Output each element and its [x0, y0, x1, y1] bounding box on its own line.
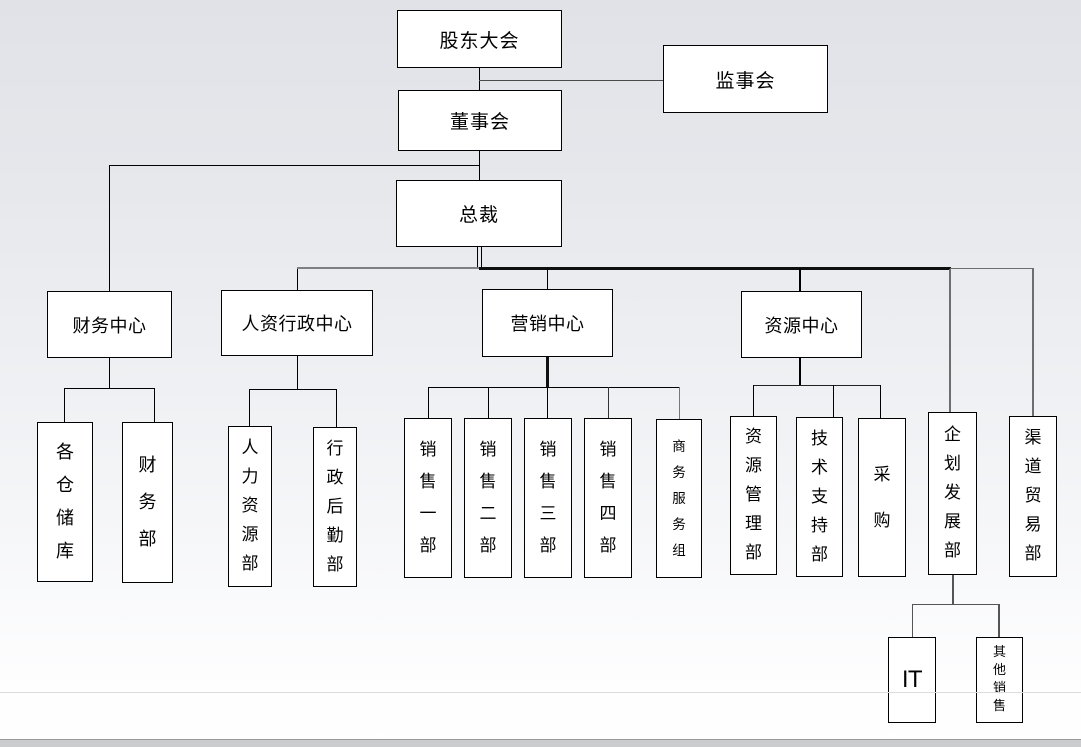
node-board-of-directors[interactable]: 董事会 — [398, 90, 562, 151]
node-finance-center[interactable]: 财务中心 — [47, 291, 172, 358]
node-resource-mgmt-dept[interactable]: 资 源 管 理 部 — [730, 416, 777, 575]
connector-finance-branch-h — [108, 165, 480, 167]
connector-sales4-v — [607, 387, 609, 418]
node-procurement-label: 采 购 — [873, 464, 891, 531]
connector-planning-stem — [952, 575, 954, 604]
connector-supervisory-h — [479, 80, 663, 82]
node-sales-dept-3-label: 销 售 三 部 — [539, 440, 557, 556]
node-admin-logistics-dept[interactable]: 行 政 后 勤 部 — [313, 427, 357, 587]
connector-it-v — [912, 604, 914, 637]
connector-finance-dept-v — [153, 388, 155, 422]
connector-sales1-v — [427, 387, 429, 418]
node-procurement[interactable]: 采 购 — [858, 418, 906, 577]
node-supervisory-board[interactable]: 监事会 — [663, 45, 828, 113]
node-business-service-group[interactable]: 商 务 服 务 组 — [656, 419, 702, 578]
node-president-label: 总裁 — [458, 204, 499, 226]
node-warehouses-label: 各 仓 储 库 — [56, 442, 74, 562]
connector-warehouses-v — [64, 388, 66, 422]
node-supervisory-board-label: 监事会 — [715, 69, 776, 92]
connector-president-stem — [477, 247, 482, 268]
connector-bsg-v — [678, 387, 680, 419]
node-finance-dept-label: 财 务 部 — [138, 455, 157, 550]
node-president[interactable]: 总裁 — [396, 180, 562, 247]
node-it-label: IT — [902, 667, 922, 693]
node-resource-center[interactable]: 资源中心 — [741, 291, 862, 358]
node-board-of-directors-label: 董事会 — [449, 111, 510, 133]
connector-admin-dept-v — [336, 389, 338, 427]
node-it[interactable]: IT — [888, 637, 936, 723]
connector-hr-dept-v — [249, 389, 251, 426]
node-other-sales-label: 其 他 销 售 — [992, 645, 1006, 714]
connector-planning-h — [912, 604, 1000, 606]
connector-marketing-stem — [545, 357, 549, 387]
connector-resource-mgmt-v — [753, 385, 755, 416]
connector-planning-v — [949, 269, 951, 412]
node-planning-dev-dept-label: 企 划 发 展 部 — [944, 425, 961, 561]
node-marketing-center[interactable]: 营销中心 — [482, 289, 613, 357]
connector-sales2-v — [487, 387, 489, 418]
connector-resource-stem — [799, 358, 801, 385]
connector-marketing-h — [427, 386, 680, 388]
connector-finance-h — [64, 388, 155, 390]
connector-marketing-v — [546, 269, 549, 289]
connector-channel-v — [1032, 268, 1035, 416]
node-sales-dept-2-label: 销 售 二 部 — [479, 440, 497, 556]
node-hr-dept-label: 人 力 资 源 部 — [241, 438, 259, 574]
node-planning-dev-dept[interactable]: 企 划 发 展 部 — [928, 412, 977, 575]
connector-resource-v — [799, 269, 801, 291]
connector-tech-support-v — [833, 385, 835, 417]
connector-sales3-v — [547, 387, 549, 418]
connector-shareholders-board — [478, 68, 481, 90]
node-resource-mgmt-dept-label: 资 源 管 理 部 — [745, 427, 762, 563]
node-warehouses[interactable]: 各 仓 储 库 — [37, 422, 93, 582]
node-tech-support-dept-label: 技 术 支 持 部 — [811, 428, 828, 565]
node-finance-dept[interactable]: 财 务 部 — [122, 422, 173, 583]
node-finance-center-label: 财务中心 — [72, 315, 147, 337]
connector-main-gray-left — [297, 267, 480, 270]
window-bottom-band — [0, 739, 1081, 747]
connector-hr-h — [249, 389, 337, 391]
node-hr-dept[interactable]: 人 力 资 源 部 — [228, 426, 272, 587]
node-business-service-group-label: 商 务 服 务 组 — [672, 438, 686, 559]
connector-finance-stem — [108, 358, 110, 388]
connector-procurement-v — [880, 385, 882, 418]
slide-bottom-edge — [0, 692, 1081, 693]
node-sales-dept-4-label: 销 售 四 部 — [599, 440, 617, 556]
node-channel-trade-dept[interactable]: 渠 道 贸 易 部 — [1009, 416, 1057, 577]
connector-resource-h — [753, 385, 881, 387]
node-resource-center-label: 资源中心 — [764, 315, 839, 337]
node-tech-support-dept[interactable]: 技 术 支 持 部 — [796, 417, 843, 577]
node-shareholders-meeting[interactable]: 股东大会 — [397, 10, 562, 68]
connector-finance-branch-v — [108, 165, 110, 291]
node-sales-dept-1-label: 销 售 一 部 — [419, 440, 437, 556]
node-other-sales[interactable]: 其 他 销 售 — [976, 637, 1023, 723]
node-sales-dept-2[interactable]: 销 售 二 部 — [464, 418, 512, 578]
connector-hr-admin-v — [296, 269, 298, 290]
node-admin-logistics-dept-label: 行 政 后 勤 部 — [326, 438, 344, 575]
node-sales-dept-3[interactable]: 销 售 三 部 — [524, 418, 572, 578]
node-channel-trade-dept-label: 渠 道 贸 易 部 — [1024, 428, 1042, 564]
node-hr-admin-center[interactable]: 人资行政中心 — [221, 290, 373, 356]
node-marketing-center-label: 营销中心 — [510, 314, 585, 335]
node-hr-admin-center-label: 人资行政中心 — [241, 314, 353, 335]
connector-main-gray-right — [950, 267, 1034, 270]
connector-hr-stem — [296, 356, 298, 390]
node-sales-dept-1[interactable]: 销 售 一 部 — [404, 418, 452, 578]
node-shareholders-meeting-label: 股东大会 — [439, 29, 520, 52]
connector-main-black — [479, 267, 951, 270]
connector-other-sales-v — [998, 604, 1000, 637]
node-sales-dept-4[interactable]: 销 售 四 部 — [584, 418, 632, 578]
